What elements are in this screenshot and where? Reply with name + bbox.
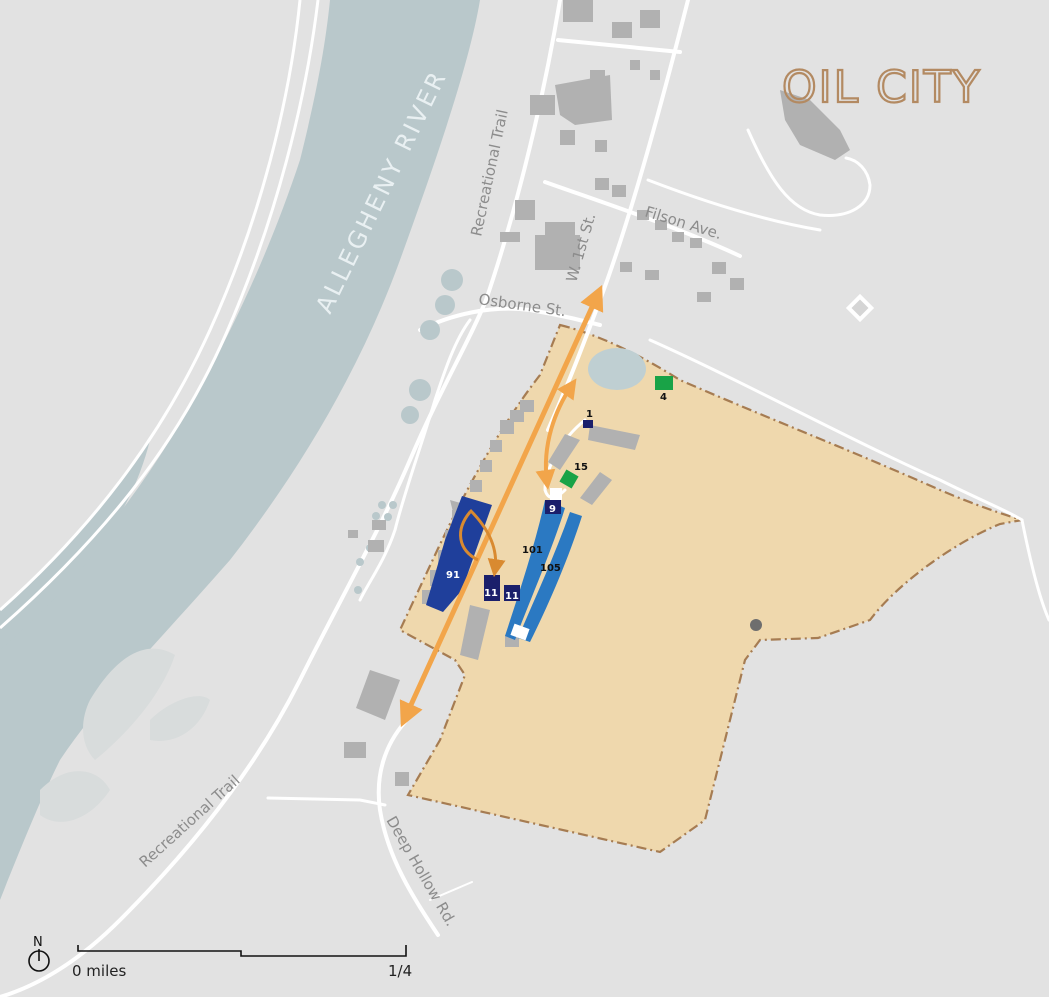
title: OIL CITY: [782, 62, 982, 113]
main-route-arrow: [399, 284, 604, 728]
pond: [588, 348, 646, 390]
site-number-11-a: 11: [484, 588, 498, 599]
east-road: [1020, 518, 1049, 622]
curved-road-ne: [746, 128, 872, 217]
site-number-4: 4: [660, 392, 667, 403]
river-islands: [40, 648, 210, 822]
white-marker-2: [550, 488, 562, 500]
north-arrow-icon: N: [28, 935, 50, 972]
connector-road-sw: [266, 796, 387, 807]
highway-west-1: [0, 0, 302, 612]
side-street-1: [556, 38, 682, 54]
site-number-91: 91: [446, 570, 460, 581]
route-arrows: [399, 284, 604, 728]
scale-bar: 0 miles 1/4: [72, 945, 412, 980]
baseball-diamond-icon: [845, 293, 875, 323]
site-number-101: 101: [522, 545, 543, 556]
highway-west-2: [0, 0, 320, 630]
curved-road-ne-2: [648, 338, 1024, 522]
site-number-11-b: 11: [505, 591, 519, 602]
deep-hollow-spur: [429, 881, 473, 901]
side-street-2: [646, 178, 822, 232]
recreational-trail-road: [0, 0, 562, 997]
inner-route-arrow: [535, 378, 577, 490]
deep-hollow-rd-road: [376, 720, 440, 937]
north-label: N: [33, 935, 43, 950]
site-number-9: 9: [549, 504, 556, 515]
curved-route-arrow-2: [459, 511, 479, 562]
site-number-1: 1: [586, 409, 593, 420]
scale-start-label: 0 miles: [72, 962, 126, 980]
site-4-marker[interactable]: [655, 376, 673, 390]
site-1-marker[interactable]: [583, 420, 593, 428]
site-number-15: 15: [574, 462, 588, 473]
poi-dot[interactable]: [750, 619, 762, 631]
curved-route-arrow: [468, 508, 506, 578]
scale-end-label: 1/4: [388, 962, 412, 980]
site-number-105: 105: [540, 563, 561, 574]
